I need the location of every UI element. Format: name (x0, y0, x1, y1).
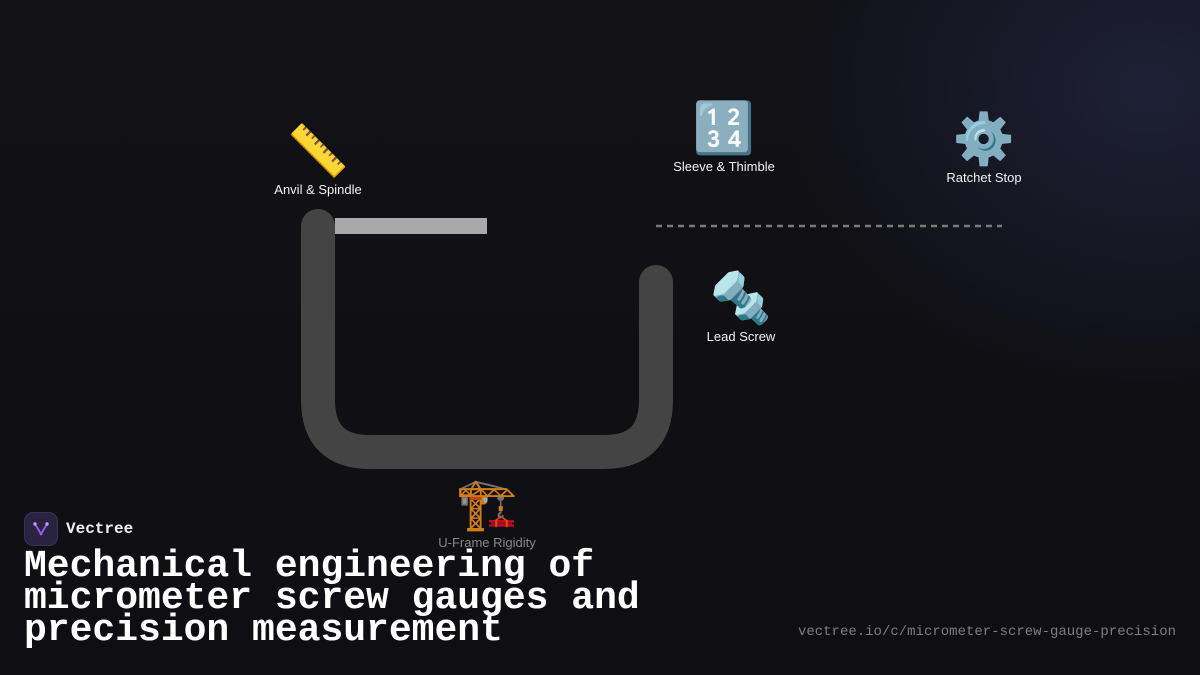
brand: Vectree (24, 512, 133, 546)
node-ratchet-stop: ⚙️ Ratchet Stop (946, 110, 1021, 186)
gear-icon: ⚙️ (952, 110, 1016, 168)
node-anvil-spindle: 📏 Anvil & Spindle (274, 122, 361, 198)
spindle-bar (335, 218, 487, 234)
node-label: Lead Screw (706, 329, 776, 344)
nut-and-bolt-icon: 🔩 (709, 269, 773, 327)
crane-icon: 🏗️ (455, 475, 519, 533)
vectree-logo-icon (24, 512, 58, 546)
brand-name: Vectree (66, 520, 134, 538)
numbers-icon: 🔢 (692, 99, 756, 157)
node-label: Ratchet Stop (946, 170, 1022, 185)
ruler-icon: 📏 (286, 122, 350, 180)
node-label: U-Frame Rigidity (438, 535, 536, 550)
node-label: Anvil & Spindle (274, 182, 362, 197)
page-title: Mechanical engineering of micrometer scr… (24, 545, 640, 652)
node-sleeve-thimble: 🔢 Sleeve & Thimble (673, 99, 775, 175)
u-frame-shape (301, 209, 673, 469)
node-lead-screw: 🔩 Lead Screw (707, 269, 776, 345)
source-url: vectree.io/c/micrometer-screw-gauge-prec… (797, 624, 1176, 640)
node-label: Sleeve & Thimble (673, 159, 775, 174)
node-u-frame: 🏗️ U-Frame Rigidity (438, 475, 536, 551)
